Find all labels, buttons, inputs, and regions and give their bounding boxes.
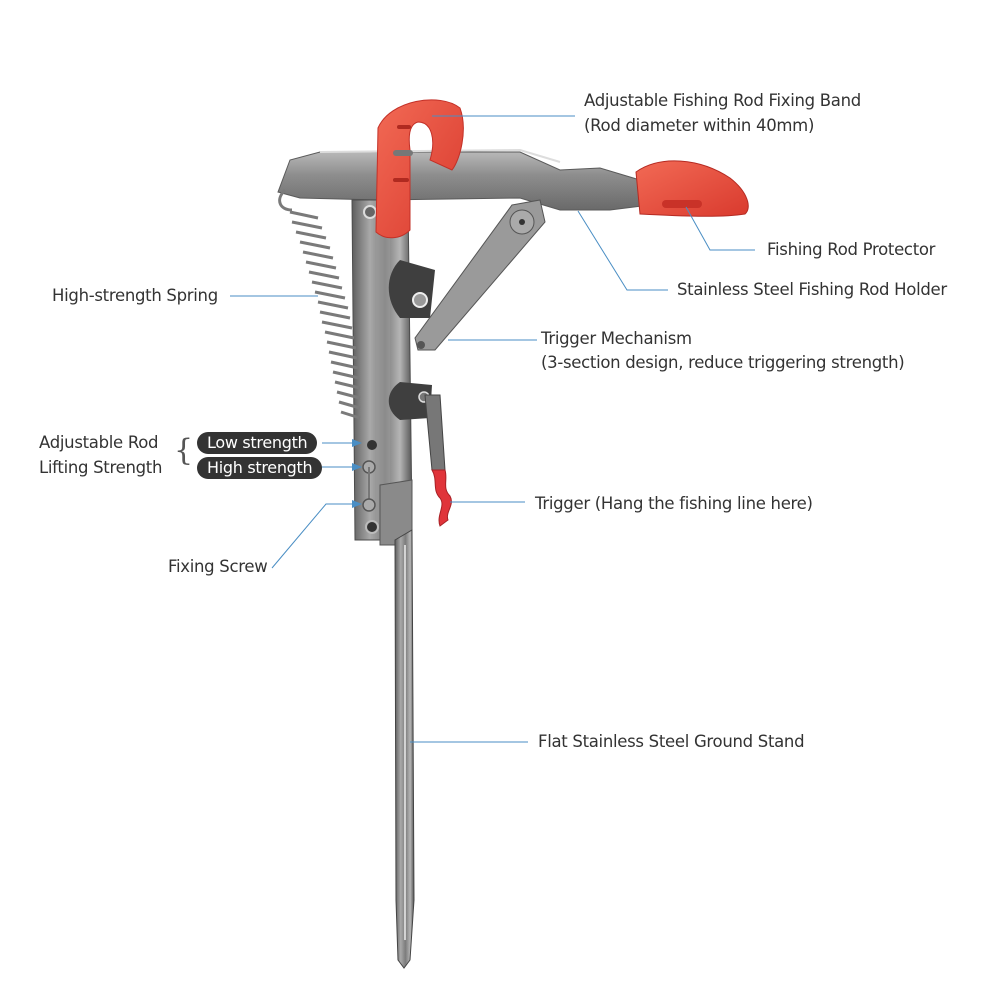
spring-label: High-strength Spring [52, 286, 218, 305]
low-strength-badge: Low strength [197, 432, 318, 454]
trigger-mechanism-label: Trigger Mechanism [541, 329, 692, 348]
trigger [431, 469, 452, 527]
fixing-band-note: (Rod diameter within 40mm) [584, 116, 815, 135]
fixing-band [375, 99, 464, 239]
high-strength-badge: High strength [197, 457, 323, 479]
rod-holder-arm [277, 148, 651, 211]
trigger-mechanism-note: (3-section design, reduce triggering str… [541, 353, 905, 372]
trigger-label: Trigger (Hang the fishing line here) [535, 494, 813, 513]
spring [278, 188, 361, 420]
rod-protector-label: Fishing Rod Protector [767, 240, 936, 259]
lifting-strength-label-line1: Adjustable Rod [39, 433, 159, 452]
callout-lines [230, 115, 755, 743]
lifting-strength-label-line2: Lifting Strength [39, 458, 163, 477]
main-body [351, 199, 435, 546]
fixing-screw-label: Fixing Screw [168, 557, 268, 576]
trigger-linkage [414, 199, 546, 471]
brace-icon: { [174, 433, 194, 468]
ground-stand-label: Flat Stainless Steel Ground Stand [538, 732, 805, 751]
rod-holder-label: Stainless Steel Fishing Rod Holder [677, 280, 947, 299]
callout-arrowheads [352, 439, 362, 508]
fixing-band-label: Adjustable Fishing Rod Fixing Band [584, 91, 861, 110]
rod-protector [635, 160, 749, 217]
